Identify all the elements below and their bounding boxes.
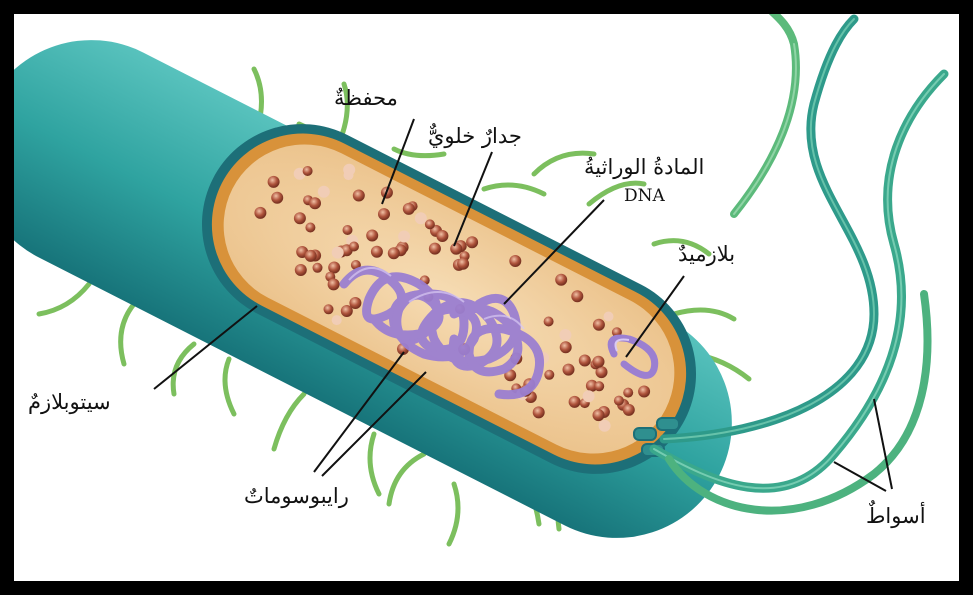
ribosome-dot [579, 355, 591, 367]
ribosome-dot [563, 364, 575, 376]
ribosome-dot [332, 315, 342, 325]
ribosome-dot [544, 370, 554, 380]
ribosome-dot [328, 262, 340, 274]
genetic-material-label: المادةُ الوراثيةُ [584, 155, 704, 179]
ribosome-dot [509, 255, 521, 267]
bacterium-illustration [14, 14, 959, 581]
ribosome-dot [450, 243, 462, 255]
ribosome-dot [583, 390, 595, 402]
ribosome-dot [295, 264, 307, 276]
ribosome-dot [378, 208, 390, 220]
ribosome-dot [349, 297, 361, 309]
ribosome-dot [343, 225, 353, 235]
ribosome-dot [544, 317, 554, 327]
ribosome-dot [349, 242, 359, 252]
ribosome-dot [268, 176, 280, 188]
ribosome-dot [366, 230, 378, 242]
ribosome-dot [559, 329, 571, 341]
ribosome-dot [318, 186, 330, 198]
ribosome-dot [593, 319, 605, 331]
ribosome-dot [388, 247, 400, 259]
ribosome-dot [353, 190, 365, 202]
ribosome-dot [313, 263, 323, 273]
ribosome-dot [303, 166, 313, 176]
ribosome-dot [614, 396, 624, 406]
ribosome-dot [343, 164, 355, 176]
ribosome-dot [415, 212, 427, 224]
ribosome-dot [604, 312, 614, 322]
ribosome-dot [569, 396, 581, 408]
ribosome-dot [305, 223, 315, 233]
flagella-label: أسواطٌ [866, 504, 926, 528]
plasmid-label: بلازميدٌ [678, 242, 735, 266]
ribosome-dot [436, 230, 448, 242]
ribosome-dot [638, 386, 650, 398]
ribosome-dot [599, 420, 611, 432]
ribosome-dot [332, 247, 344, 259]
dna-label: DNA [624, 186, 665, 206]
ribosome-dot [571, 290, 583, 302]
ribosome-dot [623, 388, 633, 398]
ribosome-dot [328, 278, 340, 290]
ribosome-dot [555, 274, 567, 286]
ribosome-dot [403, 203, 415, 215]
ribosome-dot [593, 409, 605, 421]
capsule-label: محفظةٌ [334, 86, 398, 110]
ribosome-dot [533, 406, 545, 418]
diagram-panel: محفظةٌ جدارٌ خلويٌّ المادةُ الوراثيةُ DN… [14, 14, 959, 581]
ribosomes-label: رايبوسوماتٌ [244, 484, 349, 508]
ribosome-dot [305, 250, 317, 262]
ribosome-dot [560, 341, 572, 353]
ribosome-dot [457, 258, 469, 270]
ribosome-dot [398, 231, 410, 243]
ribosome-dot [371, 246, 383, 258]
ribosome-dot [271, 192, 283, 204]
ribosome-dot [594, 381, 604, 391]
ribosome-dot [254, 207, 266, 219]
ribosome-dot [593, 356, 605, 368]
ribosome-dot [324, 304, 334, 314]
cytoplasm-label: سيتوبلازمٌ [28, 390, 111, 414]
ribosome-dot [623, 404, 635, 416]
cell-wall-label: جدارٌ خلويٌّ [428, 124, 522, 148]
ribosome-dot [309, 197, 321, 209]
ribosome-dot [429, 243, 441, 255]
ribosome-dot [466, 236, 478, 248]
ribosome-dot [425, 219, 435, 229]
ribosome-dot [294, 212, 306, 224]
